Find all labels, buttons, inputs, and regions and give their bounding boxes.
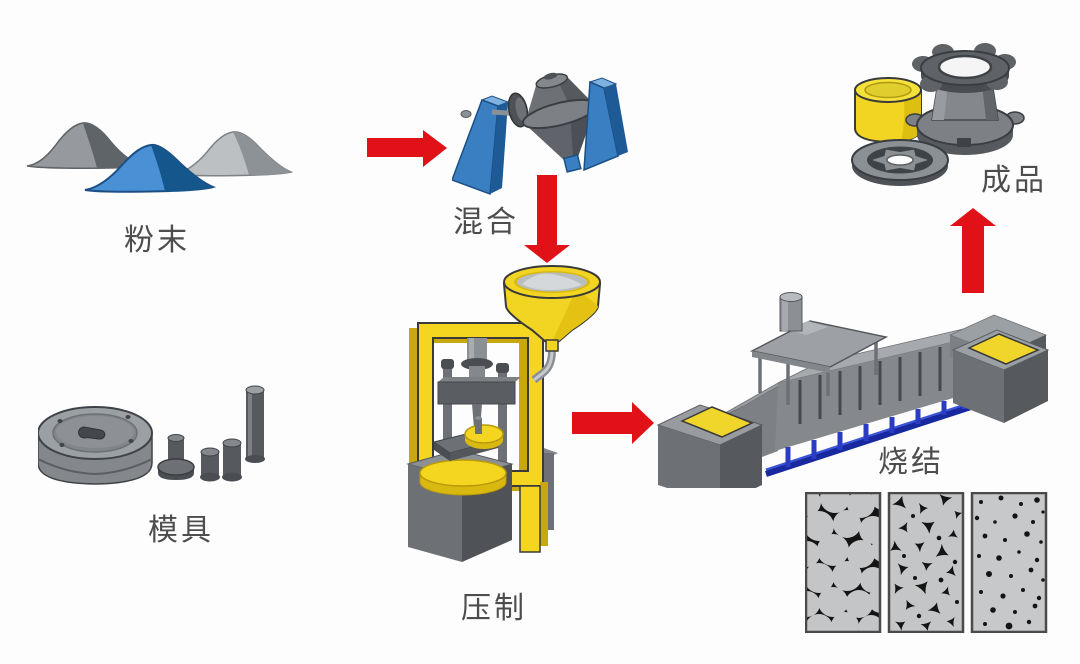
product-yellow-bushing <box>854 77 922 144</box>
press-funnel-icon <box>502 265 602 384</box>
product-cam-gear <box>905 43 1025 155</box>
finished-products-icon <box>851 43 1025 186</box>
die-pin-medium <box>222 438 242 482</box>
label-mold: 模具 <box>148 513 214 548</box>
furnace-entry-table <box>656 404 764 488</box>
furnace-chimney-hood <box>749 292 889 405</box>
mixer-double-cone <box>522 72 598 173</box>
furnace-main-body <box>775 318 1007 451</box>
press-frame-leg <box>519 485 541 553</box>
mixer-wheel <box>507 92 529 128</box>
die-rod-tall <box>245 385 265 463</box>
label-sintering: 烧结 <box>878 445 944 480</box>
arrow-mixing-to-pressing <box>524 175 570 263</box>
mixer-right-stand <box>583 77 628 172</box>
furnace-rail-frame <box>765 395 981 477</box>
sintering-furnace-icon <box>656 292 1050 488</box>
micrograph-medium-pores <box>886 492 965 633</box>
label-pressing: 压制 <box>461 591 527 626</box>
powder-in-funnel <box>522 273 582 290</box>
arrow-powder-to-mixing <box>367 130 447 167</box>
sintering-micrographs <box>805 492 1048 633</box>
die-body <box>38 406 153 485</box>
arrow-pressing-to-sintering <box>572 402 654 444</box>
press-die-puck <box>464 416 504 449</box>
mixer-machine-icon <box>452 72 628 196</box>
label-powder: 粉末 <box>124 223 190 258</box>
furnace-exit-table <box>951 329 1050 423</box>
arrow-sintering-to-product <box>950 208 996 293</box>
mixer-left-stand <box>452 95 510 196</box>
die-pin-small <box>200 447 220 482</box>
mold-die-set-icon <box>38 385 265 485</box>
micrograph-large-pores <box>805 492 882 633</box>
product-internal-gear-ring <box>851 139 949 186</box>
micrograph-small-pores <box>970 492 1048 633</box>
punch-mushroom <box>157 434 195 480</box>
label-mixing: 混合 <box>453 205 519 240</box>
label-product: 成品 <box>981 163 1047 198</box>
powder-piles-icon <box>26 122 293 193</box>
press-table <box>419 459 507 496</box>
press-machine-icon <box>406 322 558 562</box>
